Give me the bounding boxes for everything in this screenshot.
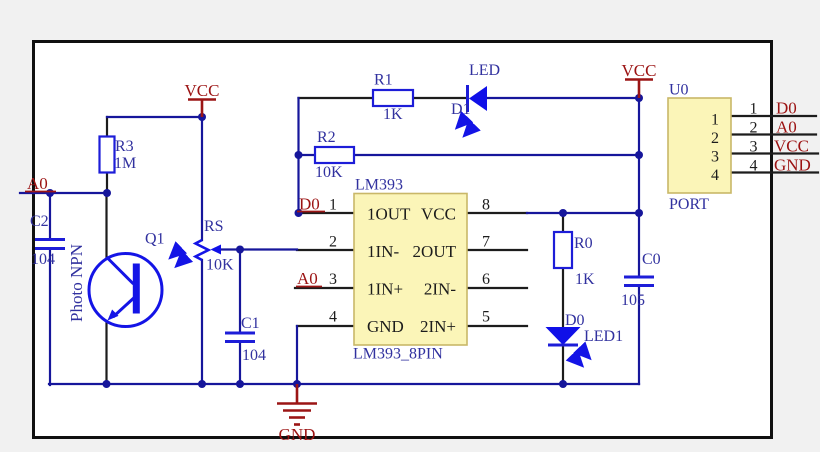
gnd-symbol [277,384,317,426]
ic-pin-number-4: 4 [329,309,337,326]
ic-pin-name-vcc: VCC [421,205,456,224]
ic-pin-number-8: 8 [482,197,490,214]
lm393-ic-body [353,192,468,346]
vcc-label-right: VCC [622,61,657,80]
a0-net-label-left: A0 [27,174,48,193]
ic-pin-number-6: 6 [482,271,490,288]
gnd-label: GND [279,425,316,444]
led-type-label: LED [469,62,500,79]
ic-pin-number-1: 1 [329,197,337,214]
port-inner-pin-3: 3 [711,149,719,166]
ic-pin-number-5: 5 [482,309,490,326]
ic-pin-name-1in-plus: 1IN+ [367,280,403,299]
ic-pin-number-7: 7 [482,234,490,251]
r2-value-label: 10K [315,164,343,181]
ic-pin-name-1in-minus: 1IN- [367,242,399,261]
vcc-label-left: VCC [185,81,220,100]
lm393-part-label: LM393_8PIN [353,346,443,363]
potentiometer-rs-body [192,238,221,262]
c1-ref-label: C1 [241,315,260,332]
a0-net-label-pin3: A0 [297,269,318,288]
ic-pin-name-2in-plus: 2IN+ [420,317,456,336]
ic-pin-name-gnd: GND [367,317,404,336]
ic-pin-name-1out: 1OUT [367,205,411,224]
port-outer-pin-4: 4 [750,158,758,175]
d0-ref-label: D0 [565,312,585,329]
port-inner-pin-1: 1 [711,112,719,129]
port-connector-body [667,97,732,194]
led-d1-body [454,85,487,138]
resistor-r1-body [371,88,415,108]
port-net-label-a0: A0 [776,118,797,137]
ic-pin-number-3: 3 [329,271,337,288]
led-d0-body [545,327,592,368]
photo-transistor-q1-body [87,241,194,328]
d1-ref-label: D1 [451,101,471,118]
lm393-name-label: LM393 [355,177,403,194]
r3-ref-label: R3 [115,138,134,155]
port-net-label-gnd: GND [774,156,811,175]
u0-ref-label: U0 [669,82,689,99]
r3-value-label: 1M [114,155,136,172]
capacitor-c1-body [225,331,255,343]
emission-arrow-icon [462,118,481,138]
port-inner-pin-4: 4 [711,167,719,184]
r1-ref-label: R1 [374,72,393,89]
ic-pin-name-2in-minus: 2IN- [424,280,456,299]
r0-value-label: 1K [575,271,595,288]
emission-arrow-icon [565,348,585,368]
resistor-r3-body [98,135,116,174]
port-net-label-vcc: VCC [774,137,809,156]
c0-ref-label: C0 [642,251,661,268]
resistor-r0-body [552,230,574,270]
rs-ref-label: RS [204,218,224,235]
port-outer-pin-2: 2 [750,120,758,137]
d0-net-label-pin1: D0 [299,195,320,214]
led1-type-label: LED1 [584,328,623,345]
vcc-symbol-right [625,78,653,98]
r0-ref-label: R0 [574,235,593,252]
port-type-label: PORT [669,196,709,213]
r1-value-label: 1K [383,106,403,123]
resistor-r2-body [313,145,356,165]
port-outer-pin-3: 3 [750,139,758,156]
photo-npn-label: Photo NPN [67,244,86,322]
c0-value-label: 105 [621,292,645,309]
c1-value-label: 104 [242,347,266,364]
rs-value-label: 10K [206,257,234,274]
r2-ref-label: R2 [317,129,336,146]
port-inner-pin-2: 2 [711,130,719,147]
port-outer-pin-1: 1 [750,101,758,118]
ic-pin-name-2out: 2OUT [413,242,457,261]
q1-ref-label: Q1 [145,231,165,248]
capacitor-c0-body [624,275,654,287]
vcc-symbol-left [188,98,216,117]
c2-ref-label: C2 [30,213,49,230]
light-arrow-icon [174,249,194,269]
port-net-label-d0: D0 [776,99,797,118]
capacitor-c2-body [35,238,65,250]
ic-pin-number-2: 2 [329,234,337,251]
black-wires [105,96,820,386]
c2-value-label: 104 [31,251,55,268]
